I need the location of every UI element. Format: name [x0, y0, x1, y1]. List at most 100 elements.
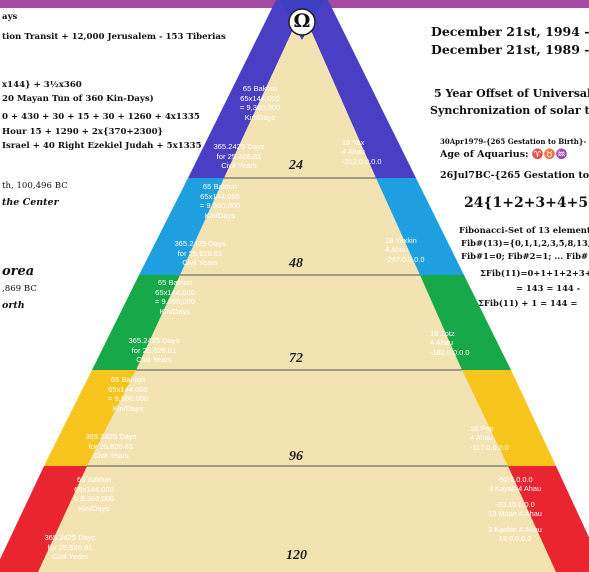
- fibonacci-line-3: Fib#1=0; Fib#2=1; ... Fib#: [461, 251, 589, 261]
- band-5-right: -52.0.0.0.0 3 Kayab 4 Ahau -20.10.0.0.0 …: [470, 475, 560, 543]
- band-4-number: 96: [289, 449, 303, 464]
- band-label: 18 Yaxkin: [385, 236, 417, 245]
- band-label: Kin/Days: [112, 403, 144, 413]
- band-label: Civil Years: [221, 161, 257, 171]
- band-4-left-bottom: 365.2425 Days for 25,626.81 Civil Years: [74, 432, 148, 461]
- band-label: Kin/Days: [159, 306, 191, 316]
- band-label: 13.0.0.0.0: [498, 534, 532, 544]
- left-text-9: orea: [2, 264, 35, 279]
- band-label: 65 Baktun: [76, 475, 112, 484]
- band-label: 4 Ahau: [342, 147, 366, 157]
- left-text-4: 0 + 430 + 30 + 15 + 30 + 1260 + 4x1335: [2, 112, 200, 122]
- band-4-left-top: 65 Baktun 65x144,000 = 9,360,000 Kin/Day…: [93, 375, 163, 413]
- band-label: 65x144,000: [200, 191, 240, 201]
- band-label: Civil Years: [52, 552, 88, 562]
- fibonacci-line-5: = 143 = 144 -: [516, 283, 581, 293]
- band-label: 65x144,000: [155, 287, 195, 297]
- band-label: Kin/Days: [244, 112, 276, 122]
- sum-formula: 24{1+2+3+4+5}=: [464, 195, 589, 211]
- band-label: 4 Ahau: [430, 338, 454, 348]
- fibonacci-line-1: Fibonacci-Set of 13 element: [459, 225, 589, 235]
- band-2-number: 48: [289, 256, 303, 271]
- band-label: 365.2425 Days: [128, 336, 180, 345]
- fibonacci-line-2: Fib#(13)={0,1,1,2,3,5,8,13,: [461, 238, 589, 248]
- band-label: 65 Baktun: [157, 278, 193, 287]
- band-label: 65x144,000: [240, 93, 280, 103]
- band-1-left-top: 65 Baktun 65x144,000 = 9,360,000 Kin/Day…: [225, 84, 295, 122]
- left-text-0: ays: [2, 12, 18, 22]
- gestation-line-2: 26Jul7BC-{265 Gestation to B: [440, 170, 589, 181]
- band-label: for 25,626.81: [177, 248, 223, 258]
- band-label: 18 Zotz: [430, 329, 455, 338]
- left-text-1: tion Transit + 12,000 Jerusalem - 153 Ti…: [2, 32, 226, 42]
- band-3-left-top: 65 Baktun 65x144,000 = 9,360,000 Kin/Day…: [140, 278, 210, 316]
- band-1-right: 18 Yax 4 Ahau -312.0.0.0.0: [342, 138, 396, 166]
- band-label: = 9,360,000: [239, 103, 281, 113]
- band-label: -182.0.0.0.0: [430, 347, 470, 357]
- left-text-6: Israel + 40 Right Ezekiel Judah + 5x1335: [2, 141, 202, 151]
- band-label: 18 Pop: [470, 424, 494, 433]
- band-label: Civil Years: [93, 451, 129, 461]
- omega-alpha-symbol-circle: [288, 8, 316, 36]
- band-label: 365.2425 Days: [85, 432, 137, 441]
- band-label: 65x144,000: [108, 384, 148, 394]
- fibonacci-line-6: ΣFib(11) + 1 = 144 =: [478, 298, 578, 308]
- band-label: 65 Baktun: [202, 182, 238, 191]
- band-5-left-top: 65 Baktun 65x144,000 = 9,360,000 Kin/Day…: [57, 475, 131, 513]
- band-label: = 9,360,000: [154, 297, 196, 307]
- band-label: 65 Baktun: [110, 375, 146, 384]
- band-label: = 9,360,000: [199, 201, 241, 211]
- band-label: for 25,626.81: [47, 542, 93, 552]
- band-label: 13 Muan 4 Ahau: [488, 509, 542, 519]
- band-label: 18 Yax: [342, 138, 365, 147]
- band-3-number: 72: [289, 351, 303, 366]
- band-label: = 9,360,000: [107, 394, 149, 404]
- band-label: Civil Years: [182, 258, 218, 268]
- band-4-right: 18 Pop 4 Ahau -117.0.0.0.0: [470, 424, 530, 452]
- offset-line-1: 5 Year Offset of Universal: [434, 87, 589, 100]
- left-text-3: 20 Mayan Tun of 360 Kin-Days): [2, 94, 154, 104]
- band-label: = 9,360,000: [73, 494, 115, 504]
- fibonacci-line-4: ΣFib(11)=0+1+1+2+3+: [480, 268, 589, 278]
- band-label: for 25,626.81: [216, 151, 262, 161]
- band-label: for 25,626.81: [131, 345, 177, 355]
- band-3-left-bottom: 365.2425 Days for 25,626.81 Civil Years: [117, 336, 191, 365]
- band-2-left-bottom: 365.2425 Days for 25,626.81 Civil Years: [163, 239, 237, 268]
- band-label: 365.2425 Days: [213, 142, 265, 151]
- band-label: 65x144,000: [74, 484, 114, 494]
- band-label: -20.10.0.0.0: [495, 499, 535, 509]
- band-label: 3 Kankin 4 Ahau: [488, 524, 542, 534]
- date-1989: December 21st, 1989 ---: [431, 42, 589, 57]
- left-text-8: the Center: [2, 197, 59, 208]
- left-text-11: orth: [2, 300, 25, 311]
- band-label: for 25,626.81: [88, 441, 134, 451]
- band-2-left-top: 65 Baktun 65x144,000 = 9,360,000 Kin/Day…: [185, 182, 255, 220]
- age-of-aquarius: Age of Aquarius: ♈♉♒: [440, 149, 568, 160]
- band-label: -247.0.0.0.0: [385, 254, 425, 264]
- offset-line-2: Synchronization of solar tra: [430, 104, 589, 117]
- band-1-left-bottom: 365.2425 Days for 25,626.81 Civil Years: [204, 142, 274, 171]
- left-text-10: ,869 BC: [2, 284, 37, 294]
- band-1-number: 24: [289, 158, 303, 173]
- band-label: 4 Ahau: [385, 245, 409, 255]
- band-5-number: 120: [286, 548, 307, 563]
- band-label: Kin/Days: [204, 210, 236, 220]
- inner-pyramid: [38, 10, 556, 572]
- band-label: -52.0.0.0.0: [497, 475, 533, 484]
- gestation-line-1: 30Apr1979-{265 Gestation to Birth}-: [440, 137, 587, 146]
- left-text-7: th, 100,496 BC: [2, 181, 68, 191]
- omega-alpha-icon: Ω: [293, 10, 311, 32]
- band-5-left-bottom: 365.2425 Days for 25,626.81 Civil Years: [33, 533, 107, 562]
- band-label: 4 Ahau: [470, 433, 494, 443]
- band-label: -312.0.0.0.0: [342, 156, 382, 166]
- left-text-5: Hour 15 + 1290 + 2x{370+2300}: [2, 127, 164, 137]
- band-label: 3 Kayab 4 Ahau: [488, 484, 542, 494]
- band-label: Civil Years: [136, 355, 172, 365]
- band-2-right: 18 Yaxkin 4 Ahau -247.0.0.0.0: [385, 236, 445, 264]
- band-label: 365.2425 Days: [44, 533, 96, 542]
- band-label: -117.0.0.0.0: [470, 442, 509, 452]
- band-label: 365.2425 Days: [174, 239, 226, 248]
- band-label: 65 Baktun: [242, 84, 278, 93]
